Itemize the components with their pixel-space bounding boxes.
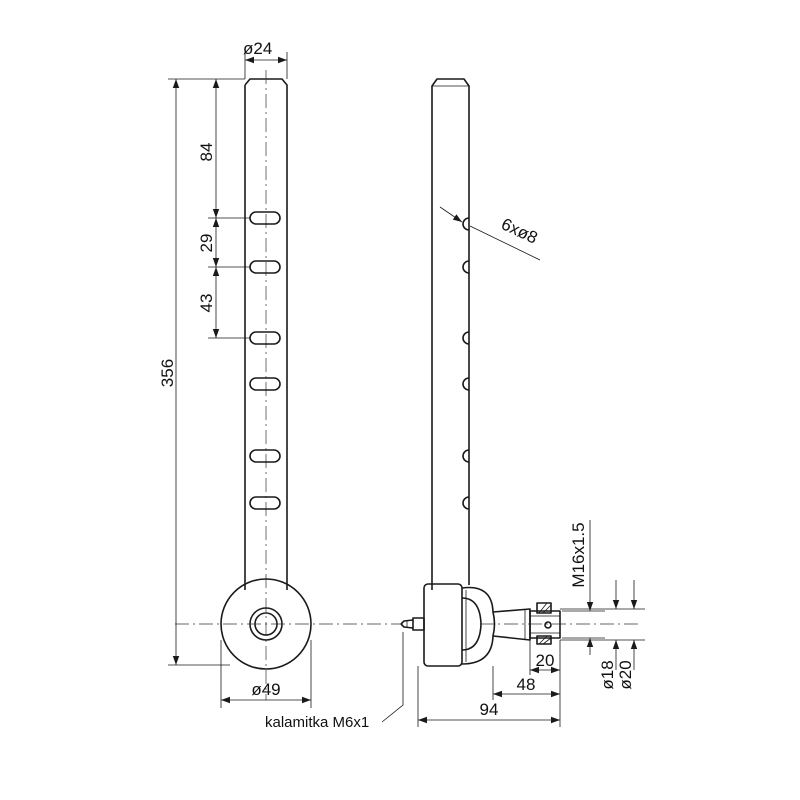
- grease-nipple: [400, 617, 425, 631]
- dim-pin-length-mid: 48: [517, 675, 536, 694]
- side-rod-outline: [431, 78, 470, 590]
- shaft-outline: [492, 608, 531, 641]
- rod-outline: [244, 78, 288, 590]
- bearing-ring-inner: [461, 597, 482, 651]
- nut-lower: [536, 635, 552, 645]
- dim-top-to-first-hole: 84: [197, 143, 216, 162]
- front-view: ø24 84 29 43 356 ø49: [158, 39, 400, 708]
- eye-outer: [220, 578, 312, 670]
- side-hole-notches: [462, 217, 470, 510]
- side-notch: [462, 377, 470, 391]
- dim-shaft-diameter-large: ø20: [616, 660, 635, 689]
- side-notch: [462, 496, 470, 510]
- dim-overall-width: 94: [480, 700, 499, 719]
- side-view: 6xø8 kalamitka M6x1: [265, 78, 645, 731]
- slot-hole: [249, 260, 281, 274]
- slot-hole: [249, 377, 281, 391]
- grease-nipple-leader: [381, 632, 404, 723]
- dim-pin-length-short: 20: [536, 651, 555, 670]
- dim-rod-diameter: ø24: [243, 39, 272, 58]
- dim-thread: M16x1.5: [569, 522, 588, 587]
- side-notch: [462, 260, 470, 274]
- slot-hole: [249, 449, 281, 463]
- dim-shaft-diameter-small: ø18: [598, 660, 617, 689]
- side-notch: [462, 449, 470, 463]
- slot-holes: [249, 211, 281, 510]
- slot-hole: [249, 496, 281, 510]
- nut: [536, 602, 552, 614]
- hub-block: [423, 583, 463, 667]
- cotter-pin-hole: [544, 621, 552, 629]
- dim-eye-diameter: ø49: [251, 680, 280, 699]
- slot-hole: [249, 211, 281, 225]
- dim-hole-pitch-small: 29: [197, 234, 216, 253]
- note-grease-nipple: kalamitka M6x1: [265, 714, 369, 731]
- slot-hole: [249, 331, 281, 345]
- dim-overall-length: 356: [158, 359, 177, 387]
- side-notch: [462, 331, 470, 345]
- bearing-ring-outer: [461, 586, 496, 665]
- side-notch: [462, 217, 470, 231]
- dim-hole-pitch-large: 43: [197, 294, 216, 313]
